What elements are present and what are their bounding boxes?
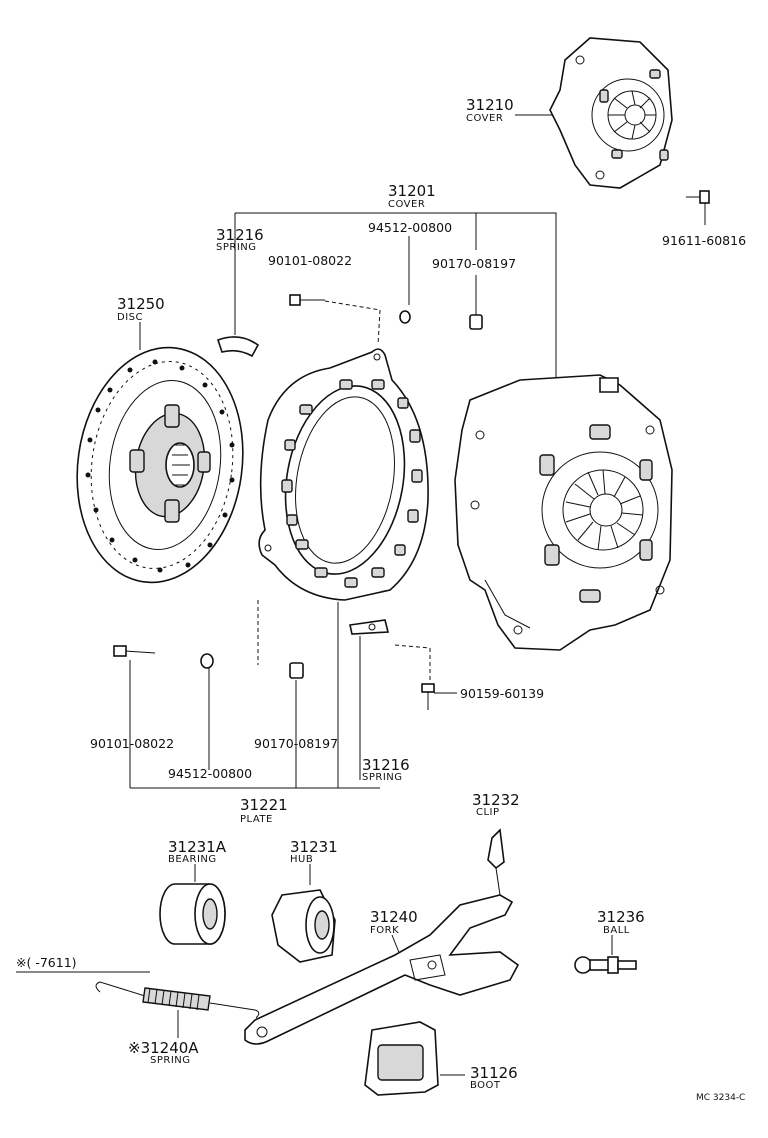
label-31221-num: 31221 [240,796,288,814]
nut-90170-bottom-drawing [289,662,304,679]
label-31231-sub: HUB [290,854,313,865]
spring-31216-top-drawing [216,336,260,358]
label-31232-num: 31232 [472,791,520,809]
label-90101-top: 90101-08022 [268,253,352,268]
label-31216-bottom-sub: SPRING [362,772,403,783]
label-31232-sub: CLIP [476,807,500,818]
label-31210-sub: COVER [466,113,503,124]
ball-stud-31236-drawing [574,956,637,974]
note-text: ※( -7611) [16,955,77,970]
label-31250-sub: DISC [117,312,143,323]
label-31231A-sub: BEARING [168,854,217,865]
label-31240A-sub: SPRING [150,1055,191,1066]
label-31231-num: 31231 [290,838,338,856]
label-31216-bottom-num: 31216 [362,756,410,774]
washer-94512-bottom-drawing [200,653,214,669]
label-31236-sub: BALL [603,925,630,936]
diagram-reference-code: MC 3234-C [696,1093,745,1103]
label-31221-sub: PLATE [240,814,273,825]
hub-31231-drawing [271,889,336,963]
label-31201-num: 31201 [388,182,436,200]
label-31240-sub: FORK [370,925,399,936]
boot-31126-drawing [364,1021,439,1096]
clip-31232-drawing [487,828,505,870]
bearing-31231A-drawing [159,883,226,945]
cover-31210-drawing [549,37,673,189]
spring-31216-bottom-drawing [349,619,390,635]
label-31126-num: 31126 [470,1064,518,1082]
label-94512-top: 94512-00800 [368,220,452,235]
label-31236-num: 31236 [597,908,645,926]
bolt-90101-bottom-drawing [113,645,156,657]
clutch-disc-drawing [76,346,244,584]
label-31231A-num: 31231A [168,838,227,856]
label-94512-bottom: 94512-00800 [168,766,252,781]
label-31126-sub: BOOT [470,1080,501,1091]
label-31216-top-num: 31216 [216,226,264,244]
label-90170-top: 90170-08197 [432,256,516,271]
label-31250-num: 31250 [117,295,165,313]
label-90101-bottom: 90101-08022 [90,736,174,751]
label-31240-num: 31240 [370,908,418,926]
pressure-plate-drawing [258,348,429,601]
label-31216-top-sub: SPRING [216,242,257,253]
label-90159-60139: 90159-60139 [460,686,544,701]
label-91611-60816: 91611-60816 [662,233,746,248]
clutch-cover-assembly-drawing [454,374,673,651]
bolt-90101-top-drawing [289,294,325,306]
label-31240A-num: ※31240A [128,1039,199,1057]
label-31210-num: 31210 [466,96,514,114]
spring-31240A-drawing [95,981,260,1019]
release-fork-31240-drawing [244,894,520,1045]
washer-94512-top-drawing [399,310,411,324]
label-90170-bottom: 90170-08197 [254,736,338,751]
screw-90159-drawing [421,683,435,710]
label-31201-sub: COVER [388,199,425,210]
bolt-91611-drawing [686,190,710,204]
nut-90170-top-drawing [469,314,483,330]
